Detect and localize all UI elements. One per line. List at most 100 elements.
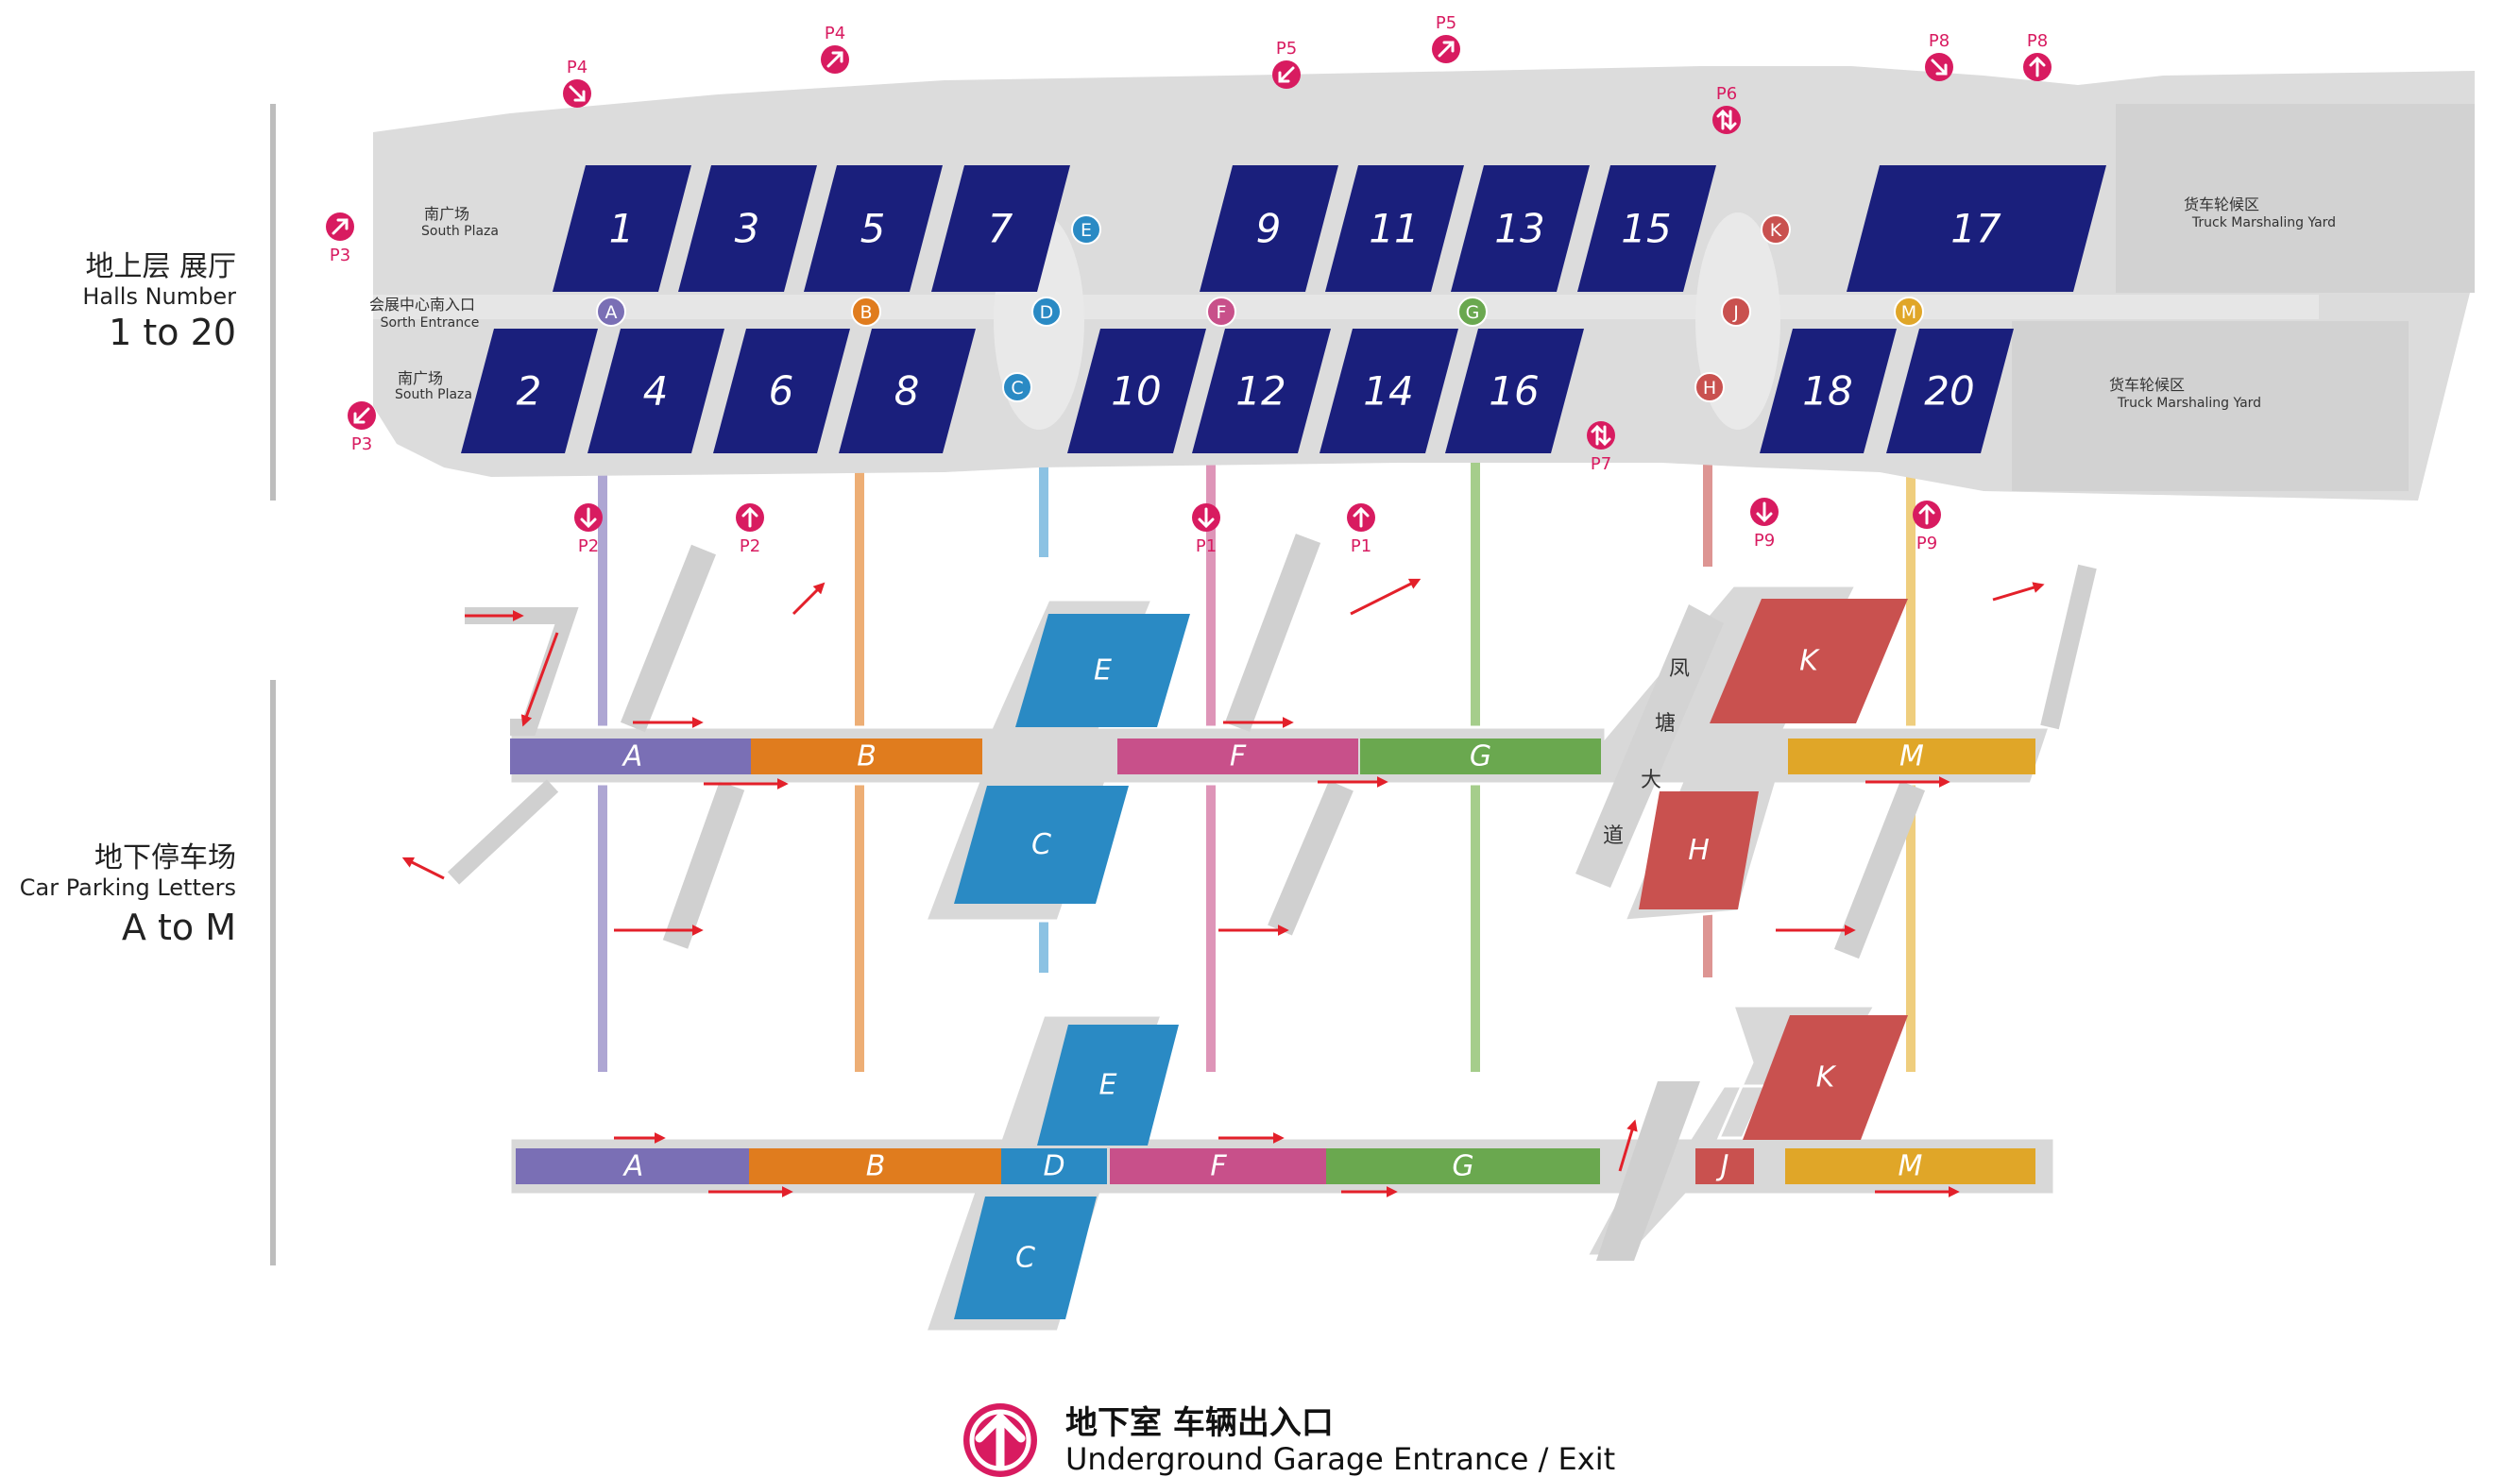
yard-label-zh-2: 货车轮候区 bbox=[2109, 376, 2185, 394]
hall-9-label: 9 bbox=[1256, 206, 1282, 252]
level1-zone-K[interactable]: K bbox=[1710, 599, 1908, 723]
level2-zone-B-block bbox=[749, 1148, 1002, 1184]
level2-zone-G[interactable]: G bbox=[1326, 1148, 1600, 1184]
level2-zone-C-block bbox=[954, 1197, 1097, 1319]
parking-gate-p3-5[interactable]: P3 bbox=[348, 401, 376, 454]
parking-gate-p1-0[interactable]: P1 bbox=[1192, 503, 1220, 556]
level1-zone-A[interactable]: A bbox=[510, 738, 756, 774]
hall-17[interactable]: 17 bbox=[1847, 165, 2106, 292]
parking-gate-p2-3[interactable]: P2 bbox=[736, 503, 764, 556]
ramp-left-3 bbox=[620, 544, 717, 733]
hall-14-label: 14 bbox=[1363, 368, 1413, 415]
hall-16[interactable]: 16 bbox=[1445, 329, 1584, 453]
hall-18[interactable]: 18 bbox=[1760, 329, 1897, 453]
hall-6[interactable]: 6 bbox=[713, 329, 850, 453]
level1-zone-C[interactable]: C bbox=[954, 786, 1129, 904]
level1-zone-F[interactable]: F bbox=[1117, 738, 1358, 774]
level2-zone-M-label: M bbox=[1899, 1150, 1923, 1183]
level2-zone-K[interactable]: K bbox=[1743, 1015, 1908, 1140]
hall-9[interactable]: 9 bbox=[1200, 165, 1338, 292]
hall-14[interactable]: 14 bbox=[1320, 329, 1458, 453]
level1-zone-B[interactable]: B bbox=[751, 738, 982, 774]
hall-3[interactable]: 3 bbox=[678, 165, 817, 292]
hall-5[interactable]: 5 bbox=[804, 165, 943, 292]
level1-zone-H[interactable]: H bbox=[1639, 791, 1759, 909]
level2-zone-D-block bbox=[1001, 1148, 1107, 1184]
hall-8[interactable]: 8 bbox=[839, 329, 976, 453]
gate-arrow-icon bbox=[353, 407, 370, 424]
level2-zone-E[interactable]: E bbox=[1037, 1025, 1179, 1146]
level2-zone-J[interactable]: J bbox=[1695, 1148, 1754, 1184]
parking-gate-p2-2[interactable]: P2 bbox=[574, 503, 603, 556]
parking-gate-p1-1[interactable]: P1 bbox=[1347, 503, 1375, 556]
hall-13[interactable]: 13 bbox=[1451, 165, 1590, 292]
gate-marker-icon bbox=[1712, 106, 1741, 134]
connector-H bbox=[1703, 416, 1712, 567]
gate-arrow-icon bbox=[332, 218, 349, 235]
level1-zone-E[interactable]: E bbox=[1015, 614, 1190, 727]
level1-zone-M[interactable]: M bbox=[1788, 738, 2035, 774]
level2-zone-K-block bbox=[1743, 1015, 1908, 1140]
level2-zone-M[interactable]: M bbox=[1785, 1148, 2035, 1184]
connector-C bbox=[1039, 406, 1048, 557]
ramp-left-4 bbox=[662, 781, 745, 949]
plaza-label-en-3: South Plaza bbox=[395, 387, 472, 402]
gate-label: P9 bbox=[1916, 534, 1937, 553]
hall-18-block bbox=[1760, 329, 1897, 453]
hall-13-block bbox=[1451, 165, 1590, 292]
hall-15[interactable]: 15 bbox=[1577, 165, 1716, 292]
parking-gate-p7-10[interactable]: P7 bbox=[1587, 421, 1615, 474]
gate-label: P8 bbox=[2027, 31, 2048, 51]
level2-zone-A[interactable]: A bbox=[516, 1148, 752, 1184]
hall-7-label: 7 bbox=[988, 206, 1013, 252]
level2-zone-B[interactable]: B bbox=[749, 1148, 1002, 1184]
parking-gate-p8-12[interactable]: P8 bbox=[2023, 31, 2052, 81]
gate-label: P1 bbox=[1196, 536, 1217, 556]
gate-label: P9 bbox=[1754, 531, 1775, 551]
level2-zone-C[interactable]: C bbox=[954, 1197, 1097, 1319]
level1-zone-B-block bbox=[751, 738, 982, 774]
hall-2[interactable]: 2 bbox=[461, 329, 598, 453]
plaza-label-en-2: Sorth Entrance bbox=[381, 315, 480, 331]
hall-20[interactable]: 20 bbox=[1886, 329, 2014, 453]
hall-11[interactable]: 11 bbox=[1325, 165, 1464, 292]
corridor-marker-D-label: D bbox=[1040, 302, 1054, 323]
hall-4[interactable]: 4 bbox=[587, 329, 724, 453]
hall-7-block bbox=[931, 165, 1070, 292]
corridor-marker-F-label: F bbox=[1217, 302, 1227, 323]
gate-label: P1 bbox=[1351, 536, 1371, 556]
parking-gate-p8-11[interactable]: P8 bbox=[1925, 31, 1953, 81]
plaza-label-zh-2: 会展中心南入口 bbox=[369, 296, 475, 314]
hall-7[interactable]: 7 bbox=[931, 165, 1070, 292]
parking-gate-p5-7[interactable]: P5 bbox=[1272, 39, 1301, 89]
parking-gate-p3-4[interactable]: P3 bbox=[326, 212, 354, 265]
parking-gate-p4-6[interactable]: P4 bbox=[563, 58, 591, 108]
hall-5-block bbox=[804, 165, 943, 292]
above-ground-title-zh: 地上层 展厅 bbox=[85, 250, 236, 283]
gate-arrow-icon bbox=[2029, 56, 2046, 77]
corridor-marker-M-dot bbox=[1894, 297, 1924, 327]
gate-label: P4 bbox=[825, 24, 845, 43]
hall-6-block bbox=[713, 329, 850, 453]
hall-16-block bbox=[1445, 329, 1584, 453]
gate-arrow-icon bbox=[741, 506, 758, 528]
hall-10[interactable]: 10 bbox=[1067, 329, 1206, 453]
parking-gate-p4-99[interactable]: P4 bbox=[821, 24, 849, 74]
hall-1[interactable]: 1 bbox=[553, 165, 691, 292]
hall-18-label: 18 bbox=[1802, 368, 1852, 415]
level1-zone-F-block bbox=[1117, 738, 1358, 774]
hall-12[interactable]: 12 bbox=[1192, 329, 1331, 453]
parking-gate-p9-14[interactable]: P9 bbox=[1913, 501, 1941, 553]
level1-zone-G[interactable]: G bbox=[1360, 738, 1601, 774]
corridor-marker-J-dot bbox=[1721, 297, 1751, 327]
parking-gate-p9-13[interactable]: P9 bbox=[1750, 498, 1779, 551]
gate-arrow-icon bbox=[1438, 41, 1455, 58]
hall-1-label: 1 bbox=[609, 206, 635, 252]
corridor-marker-B-label: B bbox=[860, 302, 872, 323]
parking-gate-p6-9[interactable]: P6 bbox=[1712, 84, 1741, 134]
parking-gate-p5-8[interactable]: P5 bbox=[1432, 13, 1460, 63]
gate-label: P3 bbox=[351, 434, 372, 454]
level2-zone-F[interactable]: F bbox=[1110, 1148, 1327, 1184]
level2-zone-D[interactable]: D bbox=[1001, 1148, 1107, 1184]
